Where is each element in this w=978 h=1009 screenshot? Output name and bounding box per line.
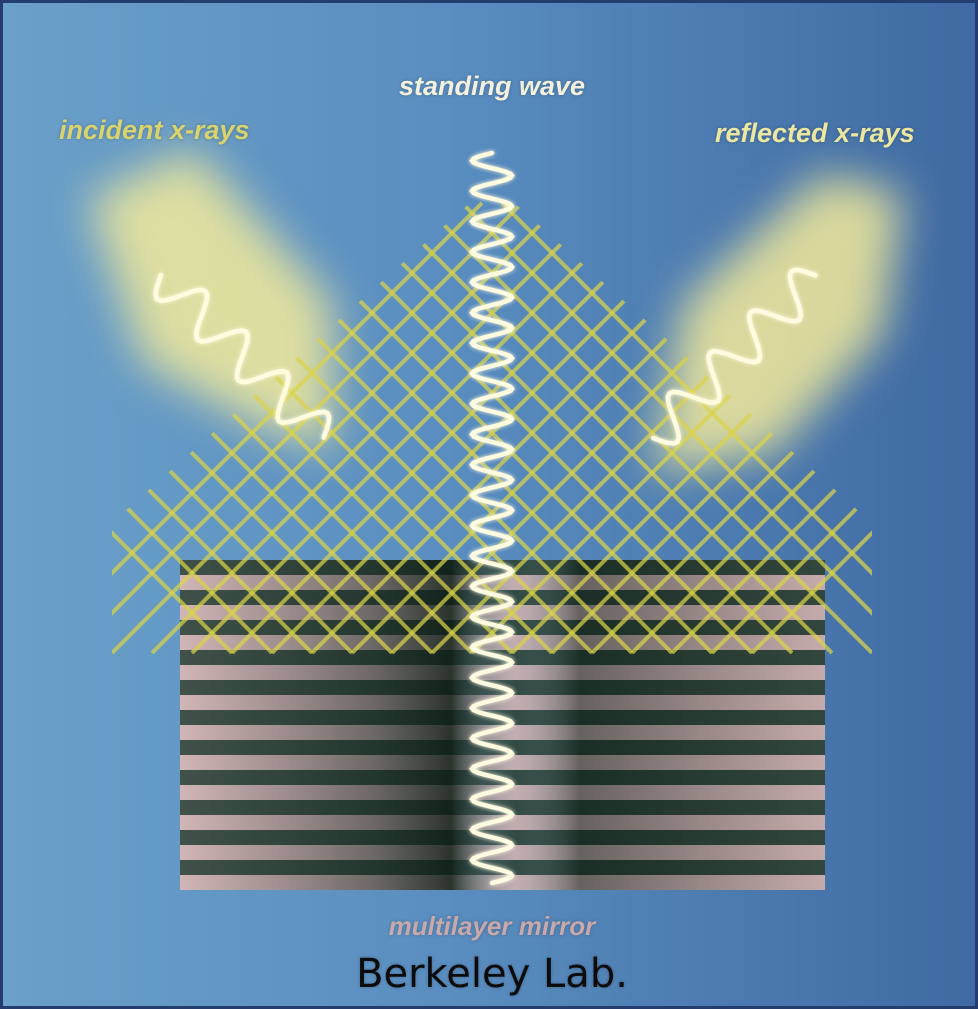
reflected-x-rays-label: reflected x-rays — [715, 118, 915, 148]
wavefront-line — [670, 201, 872, 655]
wavefront-line — [112, 201, 474, 655]
wavefront-line — [460, 201, 872, 655]
wavefront-line — [112, 201, 484, 655]
incident-wave — [153, 272, 332, 440]
beam-glows — [88, 148, 903, 473]
credit-caption: Berkeley Lab. — [356, 951, 628, 997]
wavefront-line — [510, 201, 872, 655]
wavefront-line — [112, 201, 314, 655]
wavefront-line — [112, 201, 274, 655]
incident-beam-glow — [88, 148, 333, 453]
wavefront-line — [420, 201, 872, 655]
waves — [153, 150, 818, 886]
reflected-wave — [650, 267, 818, 446]
reflected-beam-glow — [653, 173, 903, 473]
wavefront-line — [710, 201, 872, 655]
multilayer-mirror-label: multilayer mirror — [388, 911, 596, 941]
wavefront-line — [750, 201, 872, 655]
wavefront-line — [112, 201, 524, 655]
standing-wave — [469, 150, 515, 886]
wavefront-line — [340, 201, 794, 655]
wavefront-line — [380, 201, 834, 655]
wavefront-line — [500, 201, 872, 655]
incident-x-rays-label: incident x-rays — [59, 115, 250, 145]
wavefront-line — [150, 201, 604, 655]
standing-wave-diagram — [88, 148, 903, 890]
wavefront-line — [112, 201, 234, 655]
wavefront-line — [190, 201, 644, 655]
mirror-highlight — [180, 560, 825, 890]
standing-wave-label: standing wave — [398, 71, 586, 101]
